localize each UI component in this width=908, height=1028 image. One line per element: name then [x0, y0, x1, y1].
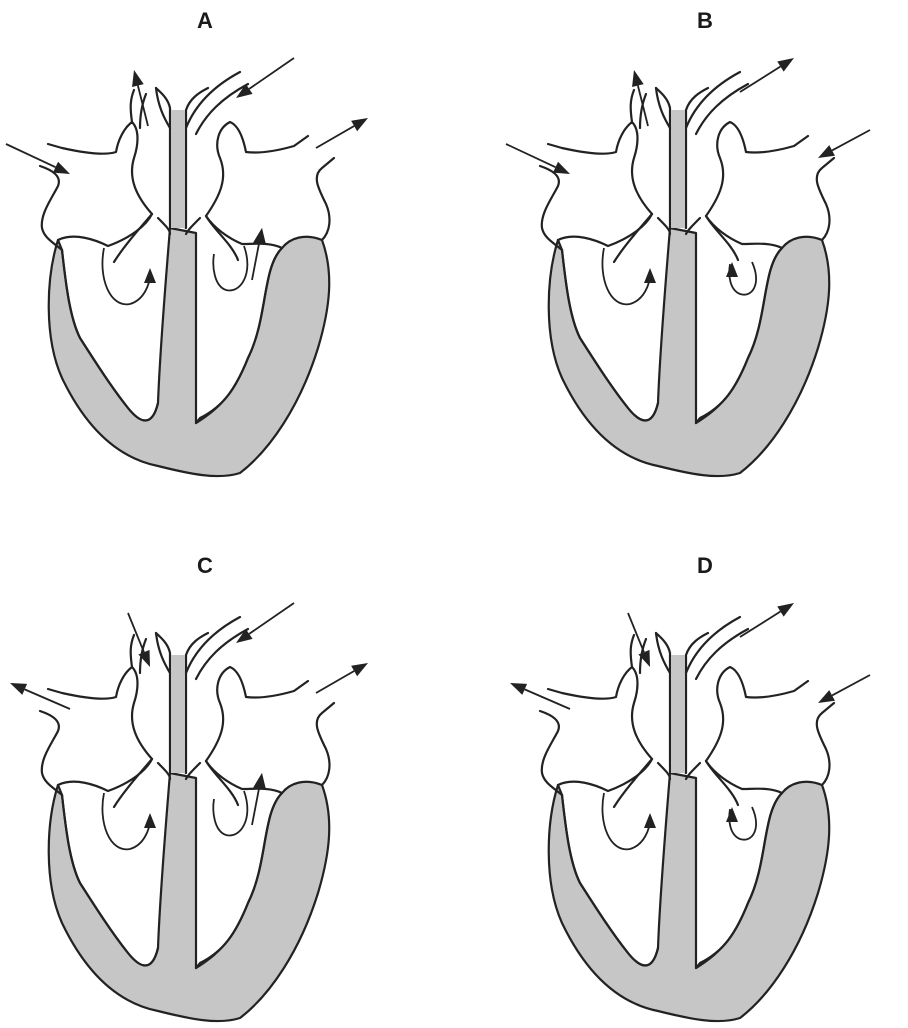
- left-valve-arrow: [602, 793, 656, 849]
- heart-diagram-a: A: [0, 8, 410, 483]
- heart-svg-c: [0, 553, 410, 1028]
- heart-drawing-group: [6, 58, 368, 476]
- ventricle-wall: [549, 773, 830, 1021]
- pulmonary-arrow: [236, 603, 294, 643]
- septum-fill: [171, 110, 185, 228]
- pulmonary-vein-arrow: [316, 663, 368, 693]
- septum-fill: [671, 655, 685, 773]
- right-valve-arrow: [726, 262, 756, 295]
- right-valve-arrow: [726, 807, 756, 840]
- right-inner-arrow: [252, 773, 265, 825]
- septum-fill: [671, 110, 685, 228]
- right-atrium: [706, 122, 834, 248]
- vena-cava-arrow: [10, 683, 70, 709]
- pulmonary-arrow: [740, 58, 794, 92]
- ventricle-wall: [49, 228, 330, 476]
- right-atrium: [206, 667, 334, 793]
- pulmonary-vein-arrow: [316, 118, 368, 148]
- left-atrium: [40, 667, 152, 795]
- heart-drawing-group: [10, 603, 368, 1021]
- pulmonary-arrow: [236, 58, 294, 98]
- right-inner-arrow: [252, 228, 265, 280]
- heart-diagram-d: D: [500, 553, 908, 1028]
- left-valve-arrow: [102, 793, 156, 849]
- left-atrium: [540, 122, 652, 250]
- left-atrium: [540, 667, 652, 795]
- heart-svg-b: [500, 8, 908, 483]
- pulmonary-arrow: [740, 603, 794, 637]
- left-valve-arrow: [602, 248, 656, 304]
- ventricle-wall: [49, 773, 330, 1021]
- left-atrium: [40, 122, 152, 250]
- right-atrium: [706, 667, 834, 793]
- heart-svg-a: [0, 8, 410, 483]
- heart-diagram-c: C: [0, 553, 410, 1028]
- heart-drawing-group: [506, 58, 870, 476]
- pulmonary-vein-arrow: [818, 130, 870, 158]
- vena-cava-arrow: [510, 683, 570, 709]
- septum-fill: [171, 655, 185, 773]
- heart-diagram-b: B: [500, 8, 908, 483]
- ventricle-wall: [549, 228, 830, 476]
- heart-svg-d: [500, 553, 908, 1028]
- heart-drawing-group: [510, 603, 870, 1021]
- right-atrium: [206, 122, 334, 248]
- pulmonary-vein-arrow: [818, 675, 870, 703]
- left-valve-arrow: [102, 248, 156, 304]
